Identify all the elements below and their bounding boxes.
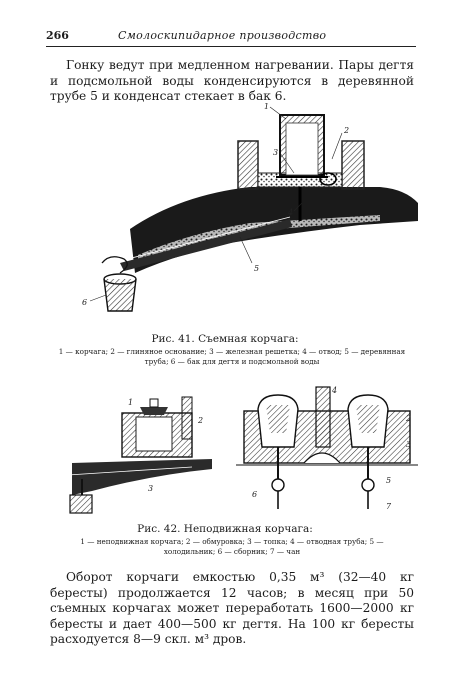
fig42-right-label-3: 3 bbox=[406, 440, 411, 449]
figure-42-caption-title: Рис. 42. Неподвижная корчага: bbox=[137, 523, 313, 535]
page-number: 266 bbox=[46, 29, 69, 42]
figure-42-right-illustration: 2 3 4 5 6 7 bbox=[236, 386, 418, 511]
figure-42-left-illustration: 1 2 3 bbox=[67, 396, 212, 514]
fig42-right-label-5: 5 bbox=[386, 476, 391, 485]
fig42-right-label-6: 6 bbox=[252, 490, 257, 499]
paragraph-intro: Гонку ведут при медленном нагревании. Па… bbox=[50, 58, 414, 103]
figure-41-caption-title: Рис. 41. Съемная корчага: bbox=[151, 333, 299, 345]
fig41-label-2: 2 bbox=[343, 126, 349, 135]
tar-tank bbox=[103, 278, 137, 312]
foundation-right bbox=[341, 140, 365, 190]
fig41-label-5: 5 bbox=[254, 264, 259, 273]
figure-42-caption-legend: 1 — неподвижная корчага; 2 — обмуровка; … bbox=[80, 537, 384, 556]
figure-41-caption-legend: 1 — корчага; 2 — глиняное основание; 3 —… bbox=[58, 347, 406, 366]
running-title: Смолоскипидарное производство bbox=[118, 29, 327, 42]
fig41-label-1: 1 bbox=[264, 103, 269, 111]
fig42-right-label-2: 2 bbox=[405, 414, 411, 423]
fig41-label-4: 4 bbox=[287, 208, 293, 217]
paragraph-closing: Оборот корчаги емкостью 0,35 м³ (32—40 к… bbox=[50, 570, 414, 646]
foundation-left bbox=[237, 140, 259, 190]
fig42-left-label-1: 1 bbox=[128, 398, 133, 407]
fig42-left-label-2: 2 bbox=[197, 416, 203, 425]
fig42-left-label-3: 3 bbox=[148, 484, 153, 493]
fig42-right-label-7: 7 bbox=[386, 502, 392, 511]
fig41-label-6: 6 bbox=[82, 298, 87, 307]
figure-41-illustration: 1 2 3 4 5 6 bbox=[82, 103, 418, 312]
page-header: 266 Смолоскипидарное производство bbox=[46, 28, 416, 47]
fig41-label-3: 3 bbox=[273, 148, 278, 157]
fig42-right-label-4: 4 bbox=[331, 386, 337, 395]
